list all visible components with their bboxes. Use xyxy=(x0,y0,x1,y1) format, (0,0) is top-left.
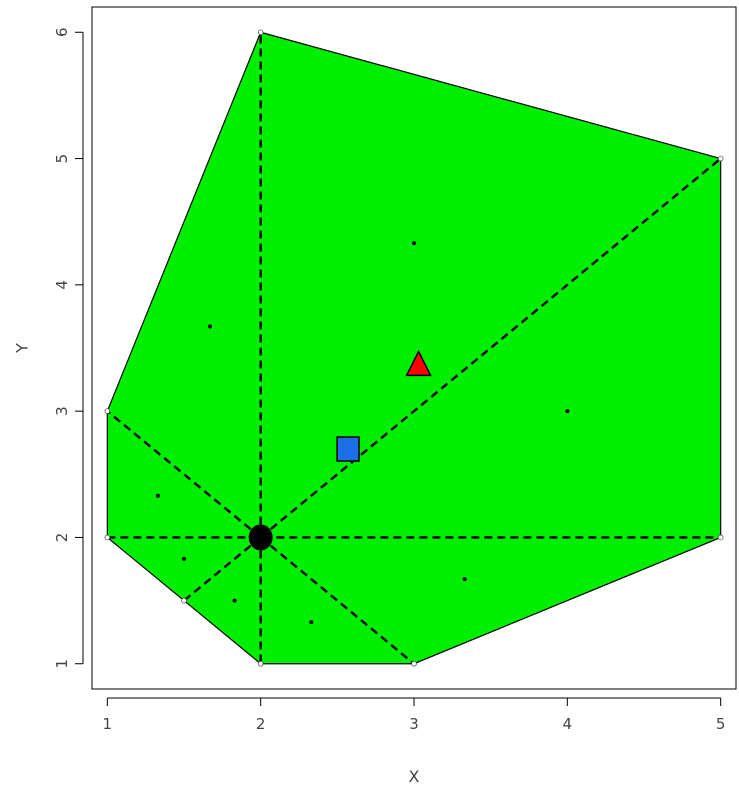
vertex-point xyxy=(104,408,111,414)
y-tick-label: 2 xyxy=(53,533,71,543)
black-circle-marker xyxy=(248,524,273,551)
vertex-point xyxy=(104,534,111,541)
vertex-point xyxy=(717,534,724,541)
plot-frame xyxy=(91,6,737,690)
red-triangle-marker xyxy=(405,349,432,377)
x-tick-label: 1 xyxy=(103,715,113,733)
data-point xyxy=(182,556,186,561)
y-tick-label: 5 xyxy=(53,154,71,164)
data-point xyxy=(565,409,570,414)
data-point xyxy=(412,241,416,246)
x-tick-label: 5 xyxy=(716,715,726,733)
x-tick-label: 2 xyxy=(256,715,266,733)
blue-square-marker xyxy=(336,436,360,462)
data-point xyxy=(309,620,314,625)
data-point xyxy=(155,493,160,498)
dashed-segment xyxy=(259,536,415,665)
dashed-segment xyxy=(183,536,262,602)
dashed-segment xyxy=(259,157,722,539)
y-tick-label: 1 xyxy=(53,659,71,669)
data-point xyxy=(462,577,467,582)
vertex-point xyxy=(257,660,264,667)
convex-hull-polygon xyxy=(106,31,722,665)
data-point xyxy=(208,324,213,329)
data-point xyxy=(232,598,237,603)
y-tick-label: 3 xyxy=(53,406,71,416)
y-axis-title: Y xyxy=(13,343,32,354)
x-tick-label: 3 xyxy=(409,715,419,733)
x-tick-label: 4 xyxy=(563,715,573,733)
y-tick-label: 6 xyxy=(53,27,71,37)
vertex-point xyxy=(257,29,264,36)
dashed-segment xyxy=(106,410,262,539)
x-axis-title: X xyxy=(409,767,420,786)
vertex-point xyxy=(717,155,724,162)
y-tick-label: 4 xyxy=(53,280,71,290)
vertex-point xyxy=(181,597,187,604)
vertex-point xyxy=(411,660,417,667)
